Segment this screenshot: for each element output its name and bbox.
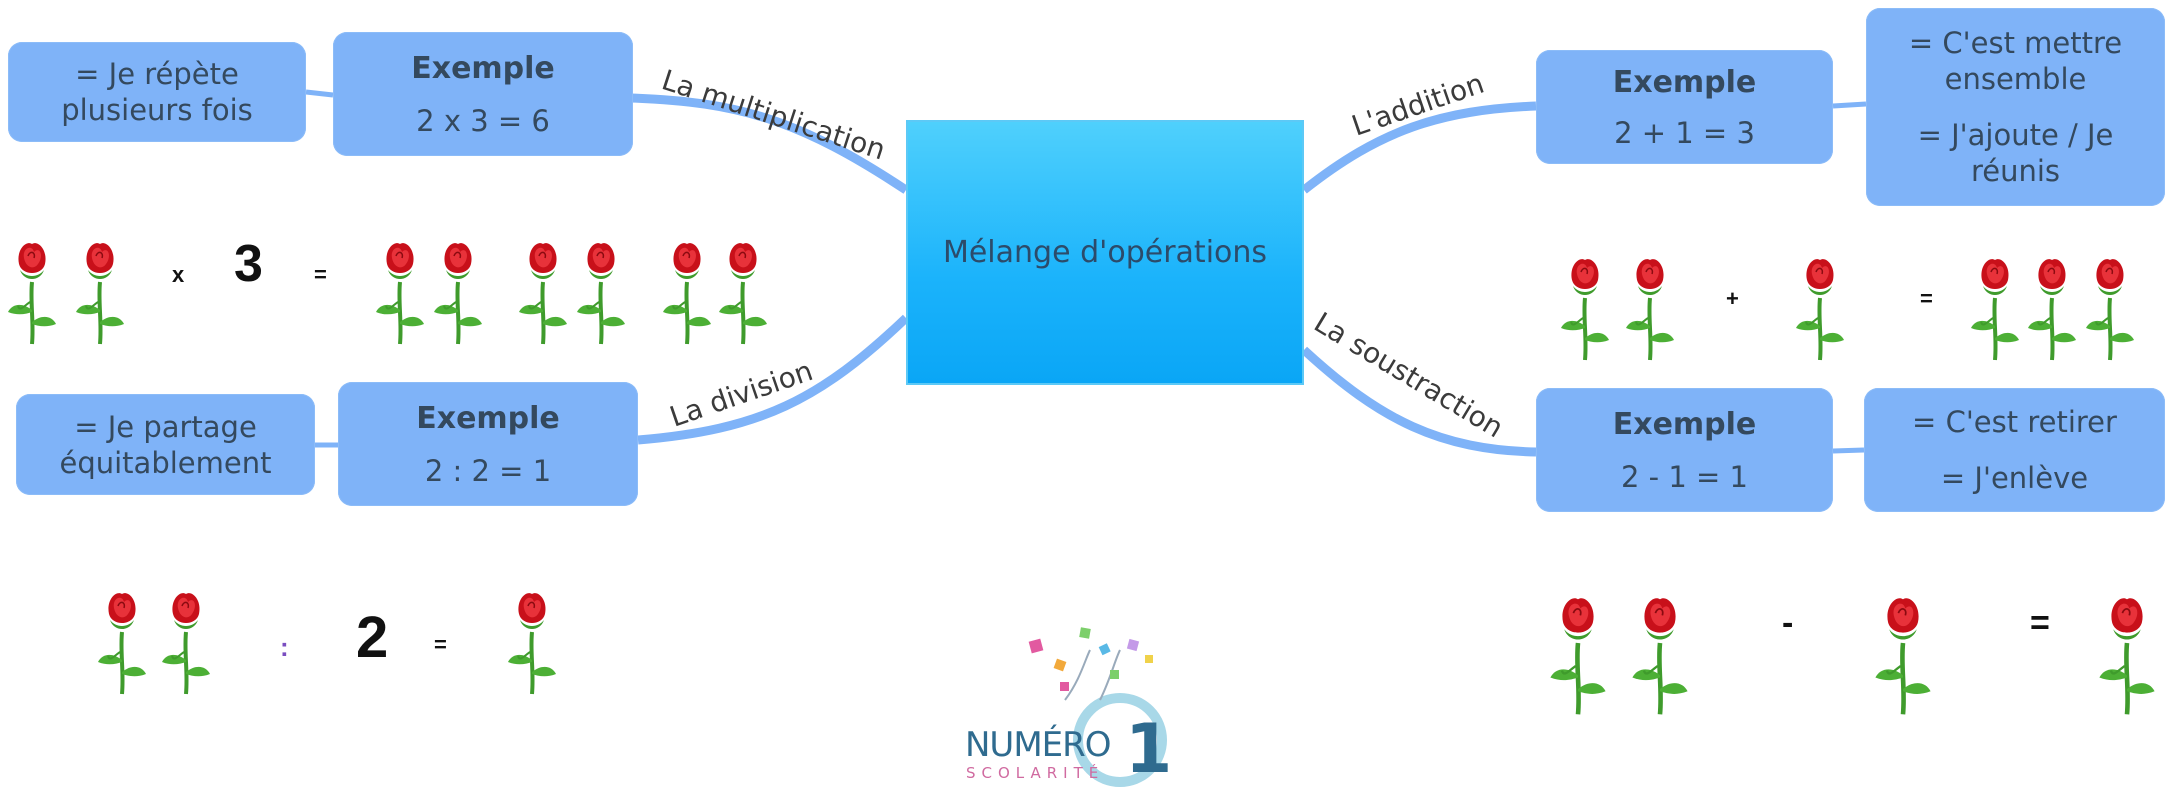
rose-icon: [1559, 257, 1611, 362]
division-meaning: = Je partage équitablement: [59, 409, 272, 480]
rose-icon: [6, 241, 58, 346]
logo-digit: 1: [1125, 710, 1172, 789]
soustraction-meaning-1: = C'est retirer: [1912, 405, 2117, 439]
division-example-box[interactable]: Exemple 2 : 2 = 1: [338, 382, 638, 506]
rose-icon: [2026, 257, 2078, 362]
addition-example-box[interactable]: Exemple 2 + 1 = 3: [1536, 50, 1833, 164]
rose-icon: [96, 591, 148, 696]
rose-icon: [374, 241, 426, 346]
addition-example-value: 2 + 1 = 3: [1614, 116, 1755, 150]
addition-example-title: Exemple: [1612, 65, 1757, 100]
multiplication-meaning: = Je répète plusieurs fois: [61, 57, 253, 127]
logo-line2: SCOLARITÉ: [966, 763, 1104, 782]
central-topic[interactable]: Mélange d'opérations: [906, 120, 1304, 385]
division-example-value: 2 : 2 = 1: [424, 454, 552, 488]
add-operator: +: [1726, 286, 1739, 311]
rose-icon: [506, 591, 558, 696]
multiplication-example-box[interactable]: Exemple 2 x 3 = 6: [333, 32, 633, 156]
rose-icon: [717, 241, 769, 346]
soustraction-example-title: Exemple: [1612, 407, 1757, 442]
sub-operator: -: [1782, 604, 1794, 642]
rose-icon: [2099, 598, 2154, 714]
addition-meaning-box[interactable]: = C'est mettre ensemble = J'ajoute / Je …: [1866, 8, 2165, 206]
rose-icon: [575, 241, 627, 346]
rose-icon: [1969, 257, 2021, 362]
logo-line1: NUMÉRO: [965, 724, 1111, 765]
div-equals: =: [434, 632, 447, 657]
addition-meaning-2: = J'ajoute / Je réunis: [1917, 118, 2114, 188]
branch-label-addition: L'addition: [1348, 67, 1489, 143]
division-example-title: Exemple: [416, 401, 560, 436]
branch-label-multiplication: La multiplication: [658, 63, 890, 166]
branch-division: [637, 314, 910, 445]
branch-soustraction: [1300, 346, 1537, 457]
addition-meaning-1: = C'est mettre ensemble: [1908, 26, 2123, 96]
numero-scolarite-logo: NUMÉRO 1 SCOLARITÉ: [965, 627, 1172, 789]
rose-icon: [1875, 598, 1930, 714]
branch-multiplication: [631, 93, 909, 194]
connector-sub: [1832, 447, 1865, 454]
rose-icon: [1624, 257, 1676, 362]
division-meaning-box[interactable]: = Je partage équitablement: [16, 394, 315, 495]
connector-mult: [305, 89, 334, 98]
soustraction-meaning-2: = J'enlève: [1940, 461, 2089, 495]
rose-icon: [517, 241, 569, 346]
soustraction-example-box[interactable]: Exemple 2 - 1 = 1: [1536, 388, 1833, 512]
rose-icon: [432, 241, 484, 346]
div-operator: :: [280, 632, 289, 662]
mult-equals: =: [314, 262, 327, 287]
multiplication-example-title: Exemple: [411, 51, 555, 86]
multiplication-meaning-box[interactable]: = Je répète plusieurs fois: [8, 42, 306, 142]
mult-number: 3: [234, 235, 263, 293]
rose-icon: [74, 241, 126, 346]
connector-add: [1832, 101, 1867, 109]
rose-icon: [661, 241, 713, 346]
rose-icon: [1794, 257, 1846, 362]
div-number: 2: [356, 605, 389, 670]
multiplication-example-value: 2 x 3 = 6: [416, 104, 550, 138]
rose-icon: [1632, 598, 1687, 714]
mult-operator: x: [172, 262, 185, 287]
rose-icon: [160, 591, 212, 696]
central-topic-label: Mélange d'opérations: [942, 235, 1268, 270]
sub-equals: =: [2030, 604, 2050, 642]
branch-addition: [1301, 101, 1537, 194]
soustraction-example-value: 2 - 1 = 1: [1621, 460, 1748, 494]
rose-icon: [2084, 257, 2136, 362]
soustraction-meaning-box[interactable]: = C'est retirer = J'enlève: [1864, 388, 2165, 512]
add-equals: =: [1920, 286, 1933, 311]
rose-icon: [1550, 598, 1605, 714]
